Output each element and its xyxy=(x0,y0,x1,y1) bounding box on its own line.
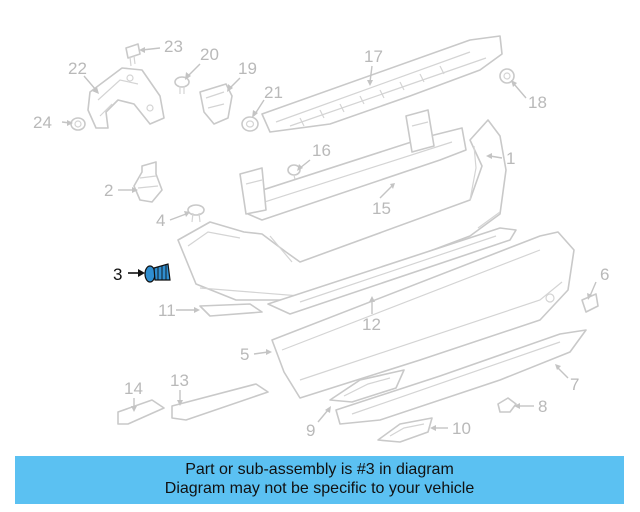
part-14-reflector xyxy=(117,399,165,425)
parts-diagram: 23 20 19 21 22 24 17 18 16 1 2 4 15 6 3 … xyxy=(33,35,609,443)
info-banner: Part or sub-assembly is #3 in diagram Di… xyxy=(15,456,624,504)
callout-12: 12 xyxy=(362,315,381,334)
part-6-sensor xyxy=(581,293,599,313)
part-5-valance xyxy=(271,231,575,399)
callout-13: 13 xyxy=(170,371,189,390)
callout-4: 4 xyxy=(156,211,165,230)
part-24-clip xyxy=(70,117,86,131)
callout-18: 18 xyxy=(528,93,547,112)
callout-3-highlighted: 3 xyxy=(113,265,122,284)
part-22-bracket xyxy=(87,67,165,129)
callout-7: 7 xyxy=(570,375,579,394)
part-15-reinforcement xyxy=(239,109,467,221)
callout-labels: 23 20 19 21 22 24 17 18 16 1 2 4 15 6 3 … xyxy=(33,37,609,440)
callout-24: 24 xyxy=(33,113,52,132)
callout-5: 5 xyxy=(240,345,249,364)
part-13-reflector xyxy=(171,383,269,421)
callout-19: 19 xyxy=(238,59,257,78)
banner-line-disclaimer: Diagram may not be specific to your vehi… xyxy=(164,480,475,497)
part-2-boot xyxy=(133,161,163,203)
part-3-screw xyxy=(144,263,171,283)
callout-6: 6 xyxy=(600,265,609,284)
callout-21: 21 xyxy=(264,83,283,102)
part-21-nut xyxy=(241,116,259,132)
callout-1: 1 xyxy=(506,149,515,168)
part-7-diffuser xyxy=(335,329,587,425)
callout-23: 23 xyxy=(164,37,183,56)
callout-15: 15 xyxy=(372,199,391,218)
part-19-bracket xyxy=(199,83,233,125)
callout-17: 17 xyxy=(364,47,383,66)
callout-8: 8 xyxy=(538,397,547,416)
part-10-trim xyxy=(377,417,433,443)
callout-14: 14 xyxy=(124,379,143,398)
part-23-bolt xyxy=(125,43,141,67)
part-20-pin xyxy=(174,76,190,94)
banner-line-part-number: Part or sub-assembly is #3 in diagram xyxy=(185,461,454,478)
callout-9: 9 xyxy=(306,421,315,440)
part-9-trim xyxy=(329,369,405,403)
callout-10: 10 xyxy=(452,419,471,438)
part-4-clip xyxy=(187,204,205,223)
callout-20: 20 xyxy=(200,45,219,64)
callout-22: 22 xyxy=(68,59,87,78)
leader-lines xyxy=(61,47,597,431)
callout-2: 2 xyxy=(104,181,113,200)
part-17-absorber xyxy=(261,35,503,133)
part-8-clip xyxy=(497,397,517,413)
part-18-nut xyxy=(499,68,515,84)
part-12-molding xyxy=(267,227,517,315)
part-11-strip xyxy=(199,303,263,317)
callout-16: 16 xyxy=(312,141,331,160)
callout-11: 11 xyxy=(158,301,176,320)
